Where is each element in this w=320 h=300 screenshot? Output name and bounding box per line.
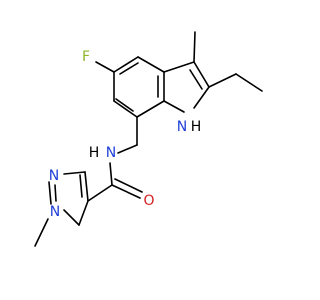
bond-c3-c2-inner bbox=[189, 69, 203, 90]
bond-c4-c4-inner bbox=[119, 62, 139, 75]
bond-pz-c4-c3-inner bbox=[79, 174, 83, 198]
bond-carbonyl-co-2 bbox=[114, 178, 143, 193]
amide-nh-h-label: H bbox=[89, 145, 100, 161]
bond-c7a-c7 bbox=[136, 100, 165, 118]
bond-c3-methyl bbox=[193, 31, 196, 63]
bond-c3-c2 bbox=[193, 61, 210, 88]
bond-c2-ch2 bbox=[208, 73, 237, 88]
bond-pz-n1-c5 bbox=[63, 209, 80, 226]
bond-c2-n1 bbox=[193, 86, 210, 109]
bond-pz-n2-n1-inner bbox=[54, 184, 57, 202]
bond-nh-carbonyl-c bbox=[109, 162, 113, 186]
bond-pz-c3-n2 bbox=[63, 171, 86, 175]
bond-pz-c4-c3 bbox=[84, 171, 89, 202]
bond-c5-f bbox=[95, 61, 115, 73]
molecule-structure: F H N H N O N N bbox=[34, 31, 263, 247]
bond-pz-c5-c4 bbox=[78, 200, 89, 226]
fluorine-label: F bbox=[82, 49, 90, 65]
bond-carbonyl-c-c4 bbox=[87, 184, 113, 202]
bond-c5-c4 bbox=[113, 56, 139, 73]
bond-c4-c3a bbox=[137, 56, 165, 73]
bond-pz-n1-methyl bbox=[34, 218, 49, 247]
bond-carbonyl-co-1 bbox=[111, 184, 141, 199]
pyrazole-n1-label: N bbox=[50, 204, 60, 220]
amide-nh-n-label: N bbox=[106, 145, 116, 161]
bond-n1-c7a bbox=[163, 100, 185, 113]
carbonyl-oxygen-label: O bbox=[143, 193, 154, 209]
indole-nh-n-label: N bbox=[177, 119, 187, 135]
bond-ch2-nh bbox=[117, 144, 138, 154]
bond-c3a-c3 bbox=[163, 61, 195, 73]
bond-pz-n2-n1 bbox=[48, 181, 52, 205]
bond-ethyl-ch3 bbox=[235, 73, 263, 92]
indole-nh-h-label: H bbox=[191, 119, 202, 135]
pyrazole-n2-label: N bbox=[49, 168, 59, 184]
bond-c7-c6 bbox=[113, 100, 138, 118]
bond-c6-c6-inner bbox=[115, 98, 134, 112]
